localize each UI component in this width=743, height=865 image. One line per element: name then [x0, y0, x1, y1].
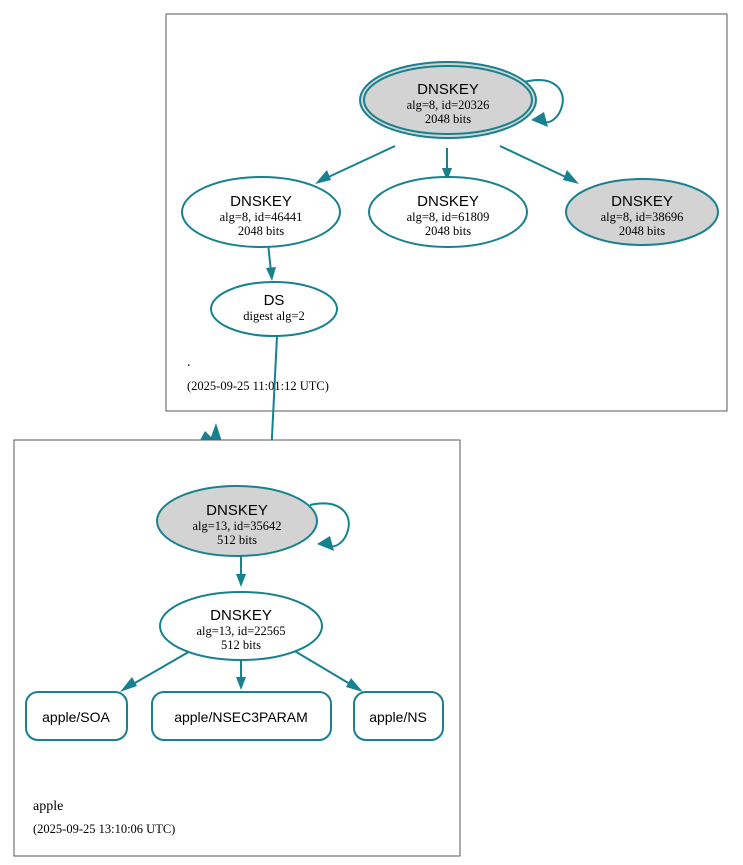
- node-apple-ksk-35642-shape: [156, 485, 318, 557]
- node-root-zsk-38696[interactable]: DNSKEY alg=8, id=38696 2048 bits: [565, 178, 719, 246]
- node-root-zsk-46441-shape: [181, 176, 341, 248]
- rrset-apple-soa[interactable]: apple/SOA: [25, 691, 128, 741]
- node-root-zsk-46441-line3: 2048 bits: [238, 224, 284, 238]
- rrset-apple-ns-shape: [353, 691, 444, 741]
- node-root-ds-shape: [210, 281, 338, 337]
- zone-apple-name: apple: [33, 799, 63, 814]
- node-root-ds-title: DS: [264, 292, 285, 309]
- node-root-ksk-20326-title: DNSKEY: [417, 81, 479, 98]
- edge-apple-zsk-to-soa: [120, 649, 193, 692]
- edge-apple-ksk-to-zsk: [236, 553, 246, 587]
- node-root-zsk-38696-title: DNSKEY: [611, 193, 673, 210]
- node-root-ksk-20326[interactable]: DNSKEY alg=8, id=20326 2048 bits: [359, 61, 537, 139]
- node-root-zsk-61809-shape: [368, 176, 528, 248]
- node-root-ds-line2: digest alg=2: [243, 309, 305, 323]
- zone-apple-timestamp: (2025-09-25 13:10:06 UTC): [33, 822, 175, 836]
- node-apple-ksk-35642-title: DNSKEY: [206, 502, 268, 519]
- node-apple-zsk-22565[interactable]: DNSKEY alg=13, id=22565 512 bits: [159, 591, 323, 661]
- node-apple-zsk-22565-line2: alg=13, id=22565: [196, 624, 285, 638]
- zone-root-name: .: [187, 355, 191, 370]
- node-root-zsk-61809-line3: 2048 bits: [425, 224, 471, 238]
- edge-root-ksk-to-zsk-61809: [442, 148, 452, 181]
- node-root-ksk-20326-inner: [363, 65, 533, 135]
- node-root-zsk-46441[interactable]: DNSKEY alg=8, id=46441 2048 bits: [181, 176, 341, 248]
- rrset-apple-nsec3param[interactable]: apple/NSEC3PARAM: [151, 691, 332, 741]
- zone-apple: DNSKEY alg=13, id=35642 512 bits DNSKEY …: [13, 439, 461, 857]
- node-apple-ksk-35642[interactable]: DNSKEY alg=13, id=35642 512 bits: [156, 485, 318, 557]
- edge-apple-ksk-self-sign: [309, 502, 350, 551]
- rrset-apple-ns-label: apple/NS: [369, 709, 427, 725]
- node-root-zsk-38696-line2: alg=8, id=38696: [601, 210, 684, 224]
- node-root-zsk-38696-shape: [565, 178, 719, 246]
- rrset-apple-soa-shape: [25, 691, 128, 741]
- zone-root-timestamp: (2025-09-25 11:01:12 UTC): [187, 379, 329, 393]
- node-root-zsk-46441-line2: alg=8, id=46441: [220, 210, 303, 224]
- node-root-zsk-61809[interactable]: DNSKEY alg=8, id=61809 2048 bits: [368, 176, 528, 248]
- rrset-apple-nsec3param-shape: [151, 691, 332, 741]
- rrset-apple-ns[interactable]: apple/NS: [353, 691, 444, 741]
- zone-root: DNSKEY alg=8, id=20326 2048 bits DNSKEY …: [165, 13, 728, 412]
- edge-apple-zsk-to-ns: [292, 649, 363, 692]
- node-apple-zsk-22565-title: DNSKEY: [210, 607, 272, 624]
- node-root-ds[interactable]: DS digest alg=2: [210, 281, 338, 337]
- edge-root-ksk-self-sign: [523, 79, 564, 127]
- node-root-zsk-38696-line3: 2048 bits: [619, 224, 665, 238]
- node-apple-ksk-35642-line2: alg=13, id=35642: [192, 519, 281, 533]
- edge-root-ksk-to-zsk-46441: [315, 145, 396, 184]
- node-root-ksk-20326-line3: 2048 bits: [425, 112, 471, 126]
- node-apple-zsk-22565-line3: 512 bits: [221, 638, 261, 652]
- node-apple-ksk-35642-line3: 512 bits: [217, 533, 257, 547]
- rrset-apple-soa-label: apple/SOA: [42, 709, 110, 725]
- node-root-zsk-46441-title: DNSKEY: [230, 193, 292, 210]
- edge-root-ksk-to-zsk-38696: [499, 145, 579, 184]
- node-root-zsk-61809-line2: alg=8, id=61809: [407, 210, 490, 224]
- node-root-zsk-61809-title: DNSKEY: [417, 193, 479, 210]
- node-apple-zsk-22565-shape: [159, 591, 323, 661]
- rrset-apple-nsec3param-label: apple/NSEC3PARAM: [174, 709, 308, 725]
- node-root-ksk-20326-line2: alg=8, id=20326: [407, 98, 490, 112]
